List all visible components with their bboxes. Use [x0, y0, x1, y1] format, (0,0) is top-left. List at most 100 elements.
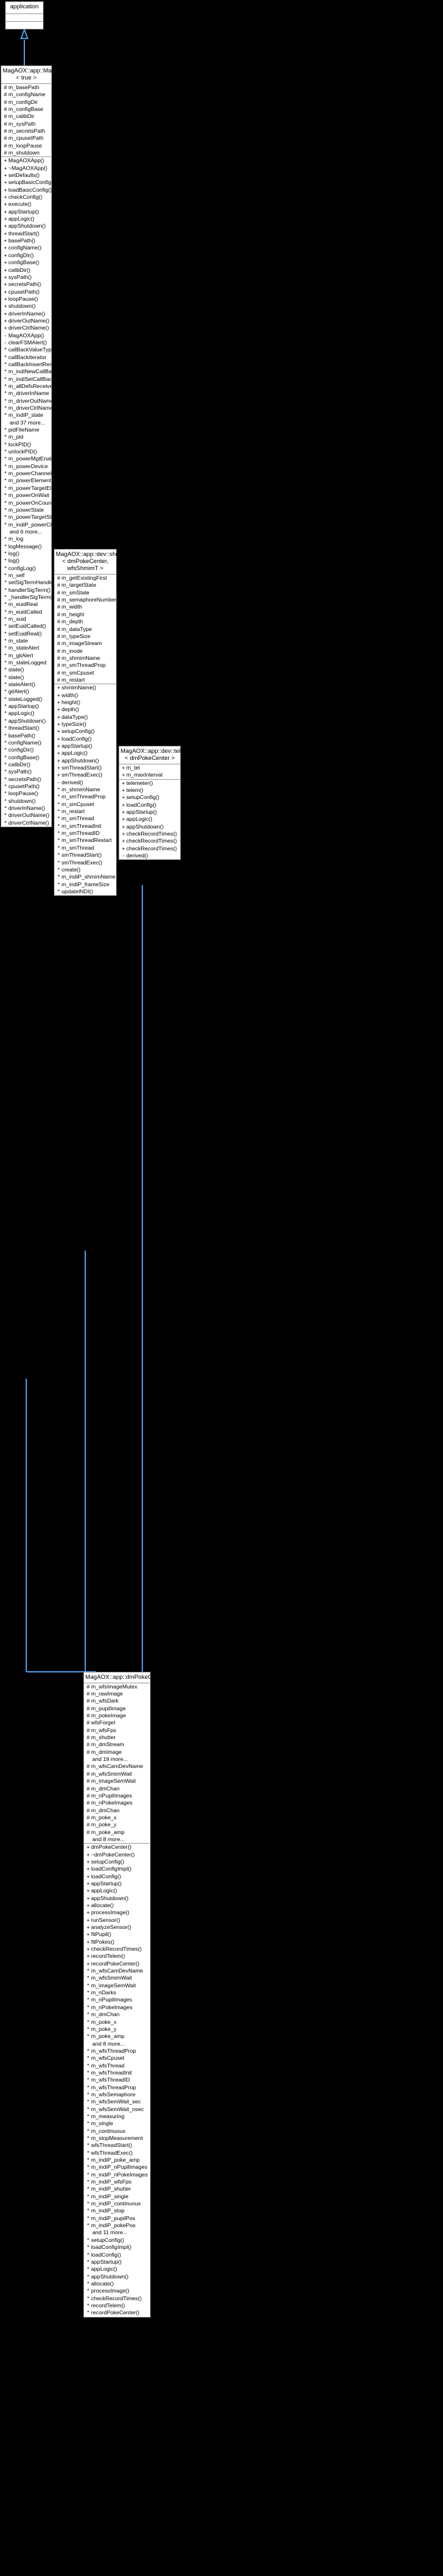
- class-member-row: *m_wfsCamDevName: [84, 1967, 150, 1974]
- member-visibility: #: [57, 596, 60, 603]
- member-name: smThreadStart(): [62, 852, 102, 859]
- class-member-row: +dmPokeCenter(): [84, 1844, 150, 1851]
- class-member-row: +configDir(): [1, 252, 51, 259]
- class-member-row: *appLogic(): [84, 2266, 150, 2273]
- member-visibility: *: [4, 448, 7, 455]
- class-member-row: +secretsPath(): [1, 281, 51, 288]
- class-member-row: #m_imageStream: [54, 640, 116, 647]
- class-member-row: *m_indiNewCallBacks: [1, 368, 51, 375]
- member-name: m_getExistingFirst: [62, 575, 107, 582]
- member-visibility: *: [57, 873, 60, 880]
- class-member-row: #m_dmChan: [84, 1807, 150, 1814]
- member-visibility: *: [87, 2171, 90, 2178]
- class-box-shmimmonitor[interactable]: MagAOX::app::dev::shmimMonitor < dmPokeC…: [54, 549, 147, 897]
- class-member-row: #m_smThreadProp: [54, 662, 116, 669]
- member-visibility: +: [121, 816, 126, 823]
- class-member-row: *m_indiP_nPupilImages: [84, 2164, 150, 2171]
- member-visibility: *: [4, 652, 7, 659]
- class-member-row: *threadStart(): [1, 725, 51, 732]
- class-box-application[interactable]: application: [5, 1, 44, 29]
- member-visibility: *: [4, 623, 7, 630]
- member-visibility: #: [87, 1778, 90, 1785]
- member-visibility: *: [87, 2018, 90, 2025]
- member-name: loopPause(): [8, 295, 38, 302]
- member-visibility: +: [3, 303, 8, 310]
- member-visibility: *: [4, 455, 7, 462]
- member-visibility: *: [4, 412, 7, 419]
- member-visibility: #: [57, 662, 60, 669]
- member-name: loadConfig(): [62, 735, 92, 742]
- member-visibility: *: [87, 2222, 90, 2229]
- class-box-dmpokecenter[interactable]: MagAOX::app::dmPokeCenter #m_wfsImageMut…: [83, 1672, 166, 2318]
- class-member-row: *stateLogged(): [1, 696, 51, 703]
- class-member-row: *m_powerOnCounter: [1, 500, 51, 507]
- member-visibility: +: [86, 1902, 90, 1909]
- class-member-row: +analyzeSensor(): [84, 1924, 150, 1931]
- member-name: pidFileName: [8, 426, 40, 434]
- member-name: m_inode: [62, 647, 83, 654]
- member-visibility: *: [4, 666, 7, 673]
- member-visibility: *: [4, 746, 7, 753]
- member-name: and 19 more...: [92, 1756, 128, 1763]
- class-member-row: *m_wfsThreadProp: [84, 2084, 150, 2091]
- class-member-row: +setupBasicConfig(): [1, 179, 51, 186]
- member-name: checkRecordTimes(): [126, 845, 177, 852]
- member-name: callBackInsertResult: [8, 360, 51, 367]
- member-visibility: #: [4, 98, 7, 105]
- class-member-row: *m_indiP_continuous: [84, 2200, 150, 2207]
- member-visibility: #: [87, 1785, 90, 1792]
- member-name: m_rawImage: [91, 1690, 123, 1697]
- member-name: log(): [8, 557, 20, 564]
- member-visibility: #: [4, 91, 7, 98]
- member-name: smThreadExec(): [62, 859, 103, 866]
- member-visibility: *: [57, 786, 60, 793]
- member-visibility: #: [87, 1814, 90, 1821]
- member-visibility: *: [4, 673, 7, 680]
- class-member-row: *callBackInsertResult: [1, 361, 51, 368]
- class-member-row: +appLogic(): [1, 215, 51, 223]
- class-member-row: *m_nPupilImages: [84, 1996, 150, 2003]
- class-member-row: *m_wfsThreadProp: [84, 2048, 150, 2055]
- class-member-row: *m_smThread: [54, 845, 116, 852]
- member-visibility: +: [86, 1880, 90, 1887]
- class-member-row: *m_indiP_pokePos: [84, 2222, 150, 2229]
- member-name: derived(): [126, 852, 148, 859]
- class-member-row: #m_configDir: [1, 99, 51, 106]
- member-name: smThreadExec(): [62, 771, 103, 779]
- member-name: log(): [8, 550, 20, 557]
- class-member-row: +telem(): [119, 787, 180, 794]
- member-name: m_pid: [8, 434, 24, 441]
- class-member-row: +appStartup(): [84, 1880, 150, 1887]
- member-name: driverInName(): [8, 804, 46, 811]
- class-title-magaoxapp: MagAOX::app::MagAOXApp < true >: [1, 66, 78, 84]
- member-visibility: *: [4, 593, 7, 600]
- member-visibility: -: [58, 779, 60, 786]
- member-visibility: *: [4, 630, 7, 637]
- class-box-magaoxapp[interactable]: MagAOX::app::MagAOXApp < true > #m_baseP…: [1, 65, 78, 827]
- member-name: m_smState: [62, 589, 90, 596]
- member-name: m_wfsCpuset: [91, 2055, 125, 2062]
- class-member-row: *smThreadExec(): [54, 859, 116, 866]
- member-visibility: *: [57, 880, 60, 888]
- member-name: m_driverCtrlName: [8, 405, 51, 412]
- class-member-row: *m_driverOutName: [1, 398, 51, 405]
- member-visibility: *: [57, 815, 60, 822]
- class-member-row: *loadConfig(): [84, 2252, 150, 2259]
- class-member-row: *m_smThread: [54, 815, 116, 822]
- member-name: m_poke_amp: [91, 1828, 125, 1835]
- class-box-telemeter[interactable]: MagAOX::app::dev::telemeter < dmPokeCent…: [119, 746, 199, 861]
- class-member-row: #m_nPokeImages: [84, 1799, 150, 1806]
- class-member-row: #m_imageSemWait: [84, 1778, 150, 1785]
- class-member-row: *m_powerTargetElement: [1, 485, 51, 492]
- member-visibility: +: [56, 713, 61, 720]
- class-member-row: +appLogic(): [84, 1887, 150, 1894]
- member-name: m_indiP_pokePos: [91, 2222, 136, 2229]
- class-member-row: +m_maxInterval: [119, 771, 180, 779]
- member-visibility: *: [87, 2200, 90, 2207]
- class-member-row: #m_shmimName: [54, 655, 116, 662]
- class-member-row: +configName(): [1, 244, 51, 251]
- class-member-row: +checkConfig(): [1, 194, 51, 201]
- member-name: sysPath(): [8, 273, 32, 280]
- member-visibility: +: [86, 1887, 90, 1894]
- member-visibility: *: [87, 2157, 90, 2164]
